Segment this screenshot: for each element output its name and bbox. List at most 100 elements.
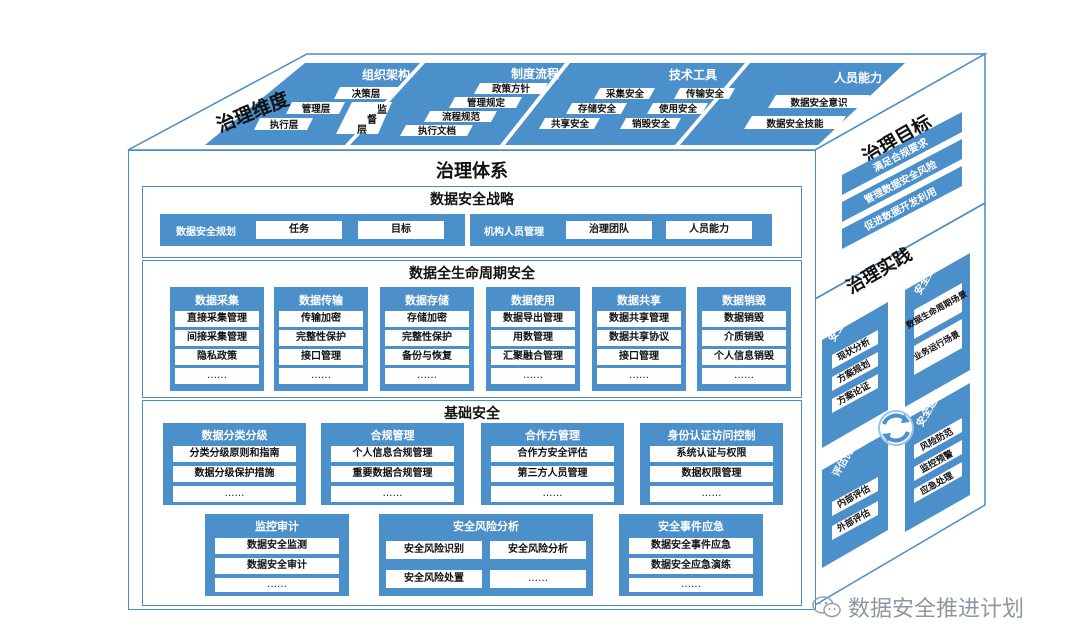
risk-item-4: …… [490,570,586,588]
tech-item-1: 采集安全 [605,88,645,100]
basic-item: 数据权限管理 [650,466,773,482]
basic-item: 第三方人员管理 [491,466,614,482]
stage-item: 个人信息销毁 [702,349,786,365]
basic-item: …… [650,486,773,502]
org-supervise-1: 监 [377,103,387,116]
incident-item-1: 数据安全事件应急 [629,538,753,554]
watermark-text: 数据安全推进计划 [848,597,1025,622]
main-title: 治理体系 [436,161,508,182]
strategy-left-item-2: 目标 [358,221,444,239]
people-item-bg-2 [744,116,846,129]
tech-item-5: 共享安全 [551,118,590,130]
stage-label: 数据采集 [195,294,239,307]
tech-item-bg-6 [620,118,681,129]
monitor-item-2: 数据安全审计 [215,558,339,574]
goal-bar-1 [842,112,962,195]
stage-item: 传输加密 [279,311,363,327]
goal-bar-3 [842,166,962,249]
basic-label: 身份认证访问控制 [667,429,756,442]
basic-title: 基础安全 [444,406,500,422]
side-divider [815,202,985,300]
basic-item: 合作方安全评估 [491,446,614,462]
org-supervise-2: 督 [367,113,377,126]
org-supervise-3: 层 [357,124,367,136]
roof: 治理维度 组织架构 制度流程 技术工具 人员能力 决策层 管理层 执行层 监 督… [127,53,988,151]
monitor-item-1: 数据安全监测 [215,538,339,554]
tech-item-bg-1 [594,88,655,99]
org-item-bg-2 [286,102,345,114]
policy-item-3: 流程规范 [442,111,481,123]
policy-item-4: 执行文档 [418,125,457,137]
tech-item-bg-3 [566,103,627,114]
tech-item-bg-4 [647,103,708,114]
stage-item: 直接采集管理 [175,311,259,327]
wechat-icon [812,596,841,618]
org-item-1: 决策层 [352,88,381,100]
strategy-left-label: 数据安全规划 [176,227,236,238]
policy-item-1: 政策方针 [492,83,531,95]
stage-item: 汇聚融合管理 [491,349,575,365]
people-item-2: 数据安全技能 [765,118,824,130]
tech-item-3: 存储安全 [577,103,617,115]
incident-item-3: …… [629,578,753,592]
stage-item: 隐私政策 [175,349,259,365]
watermark: 数据安全推进计划 [812,592,1024,622]
tech-item-2: 传输安全 [685,88,725,100]
stage-label: 数据存储 [405,294,449,307]
stage-item: 用数管理 [491,330,575,346]
tech-item-bg-5 [539,118,600,129]
goal-bar-2 [842,139,962,222]
risk-item-3: 安全风险处置 [386,570,482,588]
people-label: 人员能力 [834,70,882,85]
stage-item: 完整性保护 [385,330,469,346]
stage-item: 数据销毁 [702,311,786,327]
strategy-right-item-1: 治理团队 [566,221,652,239]
stage-item: 存储加密 [385,311,469,327]
stage-item: 间接采集管理 [175,330,259,346]
policy-item-bg-4 [400,125,473,136]
stage-item: …… [175,368,259,384]
strategy-left-item-1: 任务 [256,221,342,239]
basic-item: …… [491,486,614,502]
stage-item: 数据共享管理 [597,311,681,327]
basic-item: 数据分级保护措施 [173,466,296,482]
policy-item-2: 管理规定 [467,97,506,109]
stage-item: …… [385,368,469,384]
incident-item-2: 数据安全应急演练 [629,558,753,574]
stage-item: 接口管理 [279,349,363,365]
incident-label: 安全事件应急 [658,520,724,533]
stage-item: …… [279,368,363,384]
strategy-right-label: 机构人员管理 [484,227,544,238]
stage-item: 备份与恢复 [385,349,469,365]
lifecycle-title: 数据全生命周期安全 [409,266,535,282]
basic-label: 数据分类分级 [201,429,268,442]
basic-item: …… [331,486,454,502]
stage-item: …… [702,368,786,384]
basic-label: 合规管理 [370,429,415,442]
strategy-title: 数据安全战略 [430,192,514,208]
strategy-right-item-2: 人员能力 [666,221,752,239]
stage-item: 介质销毁 [702,330,786,346]
risk-label: 安全风险分析 [453,520,519,533]
basic-item: 个人信息合规管理 [331,446,454,462]
org-item-3: 执行层 [270,119,299,131]
stage-item: …… [491,368,575,384]
side-face: 治理目标 满足合规要求 管理数据安全风险 促进数据开发利用 治理实践 安全规划 … [814,52,986,607]
tech-label: 技术工具 [669,67,717,82]
stage-item: 数据导出管理 [491,311,575,327]
tech-item-6: 销毁安全 [632,118,671,130]
stage-label: 数据使用 [511,294,555,307]
org-supervise-bg [336,102,392,134]
stage-item: 接口管理 [597,349,681,365]
basic-label: 合作方管理 [525,429,580,442]
monitor-item-3: …… [215,578,339,592]
stage-item: 数据共享协议 [597,330,681,346]
stage-label: 数据销毁 [722,294,766,307]
people-item-1: 数据安全意识 [789,97,848,109]
monitor-label: 监控审计 [255,520,299,533]
stage-label: 数据共享 [617,294,661,307]
basic-item: 分类分级原则和指南 [173,446,296,462]
org-label: 组织架构 [362,67,410,82]
tech-item-4: 使用安全 [658,103,698,115]
stage-label: 数据传输 [299,294,343,307]
